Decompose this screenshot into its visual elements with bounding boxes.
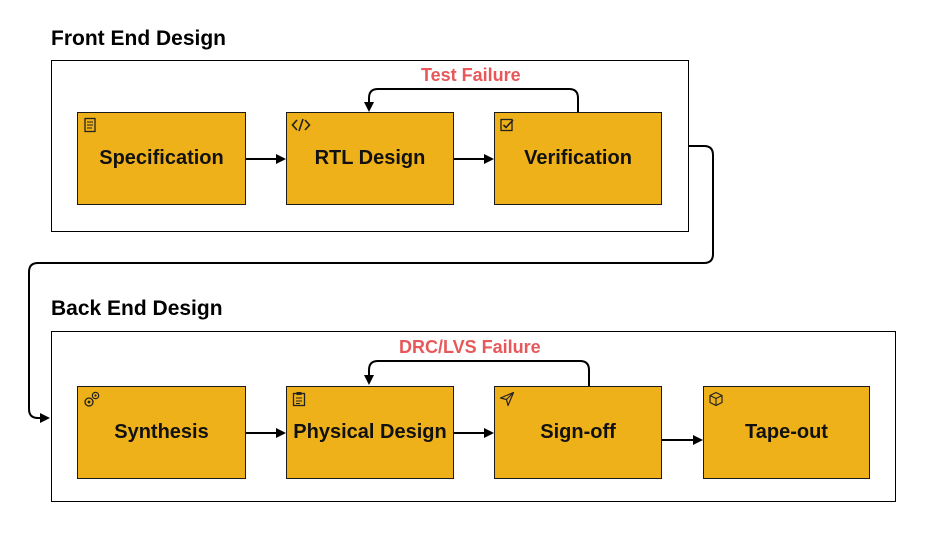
rtl-design-box: RTL Design: [286, 112, 454, 205]
specification-label: Specification: [99, 147, 224, 169]
sign-off-box: Sign-off: [494, 386, 662, 479]
package-icon: [708, 390, 724, 407]
tape-out-label: Tape-out: [745, 421, 828, 443]
specification-box: Specification: [77, 112, 246, 205]
code-icon: [291, 116, 311, 132]
gears-icon: [82, 390, 102, 410]
send-icon: [499, 390, 515, 407]
synthesis-box: Synthesis: [77, 386, 246, 479]
checkbox-icon: [499, 116, 515, 132]
test-failure-label: Test Failure: [421, 65, 521, 85]
physical-design-label: Physical Design: [293, 421, 447, 443]
verification-box: Verification: [494, 112, 662, 205]
physical-design-box: Physical Design: [286, 386, 454, 479]
sign-off-label: Sign-off: [540, 421, 616, 443]
arrow-test-failure-loop: [364, 88, 579, 113]
arrow-front-to-back: [28, 145, 714, 423]
drc-lvs-failure-label: DRC/LVS Failure: [399, 337, 541, 357]
front-end-title: Front End Design: [51, 27, 226, 50]
rtl-design-label: RTL Design: [314, 147, 426, 169]
synthesis-label: Synthesis: [114, 421, 209, 443]
tape-out-box: Tape-out: [703, 386, 870, 479]
document-icon: [82, 116, 98, 133]
back-end-title: Back End Design: [51, 297, 223, 320]
arrow-drc-lvs-failure-loop: [364, 360, 590, 386]
clipboard-icon: [291, 390, 307, 407]
verification-label: Verification: [524, 147, 632, 169]
